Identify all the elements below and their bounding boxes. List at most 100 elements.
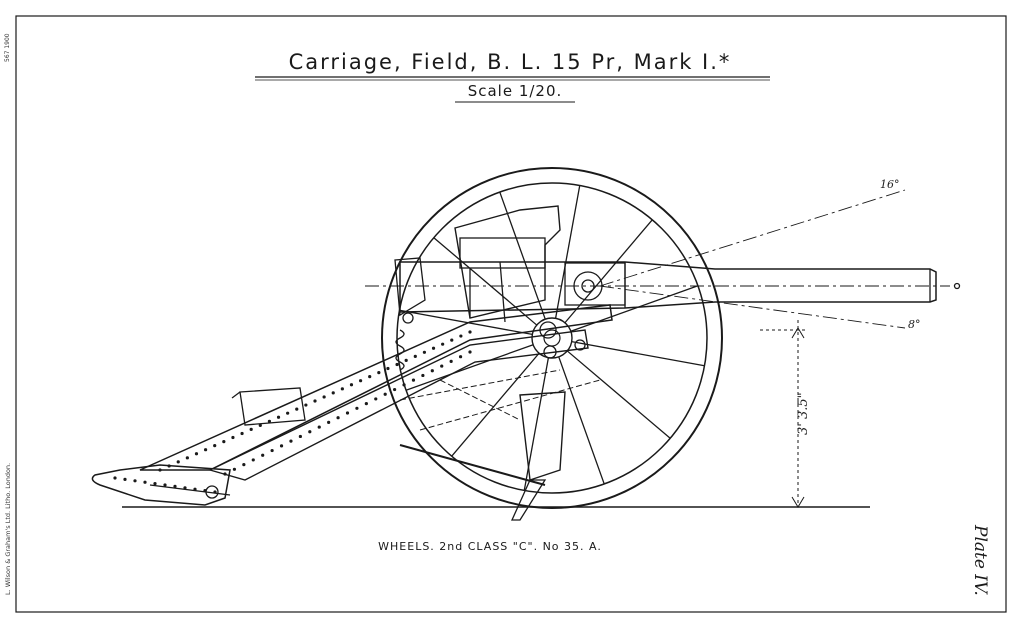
height-dimension — [760, 320, 808, 508]
brake-shoe — [399, 391, 566, 521]
rivet — [383, 392, 387, 396]
rivet — [194, 452, 199, 456]
rivet — [327, 420, 331, 424]
printer-imprint: L. Wilson & Graham's Ltd. Litho. London. — [4, 462, 12, 595]
rivet — [421, 373, 425, 378]
axle-seat — [231, 387, 306, 426]
rivet — [242, 463, 246, 467]
rivet — [270, 448, 274, 453]
rivet — [133, 479, 137, 483]
rivet — [336, 416, 340, 420]
rivet — [322, 395, 326, 399]
spoke — [554, 185, 581, 319]
rivet — [173, 484, 177, 488]
rivet — [203, 489, 207, 493]
rivet — [449, 359, 453, 363]
gun-barrel — [399, 261, 937, 313]
rivet — [431, 346, 436, 350]
rivet — [430, 369, 434, 373]
rivet — [261, 453, 265, 457]
rivet — [313, 399, 317, 403]
rivet — [163, 483, 167, 487]
rivet — [251, 458, 255, 462]
rivet — [289, 439, 293, 443]
rivet — [308, 430, 312, 434]
rivet — [355, 406, 359, 410]
rivet — [258, 423, 262, 427]
rivet — [317, 425, 321, 429]
sheet-border — [15, 15, 1007, 613]
trail — [91, 304, 613, 506]
elevation-lower-label: 8° — [908, 318, 921, 331]
elevation-lines — [365, 189, 950, 329]
rivet — [358, 379, 363, 383]
rivet — [158, 468, 162, 472]
rivet — [276, 415, 281, 419]
rivet — [304, 403, 308, 407]
rivet — [340, 387, 344, 391]
rivet — [331, 391, 335, 395]
rivet — [404, 358, 408, 363]
spoke — [570, 285, 699, 332]
spoke — [558, 356, 605, 485]
rivet — [440, 364, 444, 368]
wheel — [381, 167, 723, 509]
rivet — [223, 472, 227, 476]
rivet — [240, 431, 244, 436]
rivet — [450, 338, 454, 342]
rivet — [364, 402, 368, 406]
rivet — [113, 476, 117, 480]
rivet — [459, 334, 463, 338]
rivet — [468, 330, 472, 334]
rivet — [298, 434, 302, 439]
wheel-spokes — [399, 185, 705, 491]
rivet — [441, 342, 445, 346]
rivet — [368, 375, 372, 379]
height-dimension-label: 3' 3.5" — [796, 392, 811, 435]
rivet — [422, 350, 427, 354]
spoke — [399, 309, 533, 336]
drawing-title: Carriage, Field, B. L. 15 Pr, Mark I.* — [288, 50, 732, 74]
breech-box — [394, 205, 586, 359]
rivet — [279, 444, 284, 448]
rivet — [213, 490, 217, 494]
rivet — [402, 383, 406, 387]
rivet — [349, 383, 354, 387]
rivet — [267, 419, 272, 423]
rivet — [167, 464, 171, 468]
rivet — [153, 482, 157, 486]
spoke — [451, 352, 540, 457]
spoke — [566, 350, 671, 439]
rivet — [183, 486, 187, 490]
rivet — [386, 366, 390, 371]
rivet — [193, 487, 197, 491]
rivet — [295, 407, 299, 411]
rivet — [203, 448, 208, 452]
rivet — [185, 456, 189, 460]
rivet — [222, 439, 226, 444]
archive-stamp: 567 1900 — [4, 33, 11, 62]
rivet — [377, 370, 381, 375]
rivet — [458, 355, 463, 359]
rivet — [249, 427, 253, 432]
rivet — [468, 350, 472, 354]
rivet — [395, 362, 399, 367]
rivet — [345, 411, 350, 415]
rivet — [393, 387, 397, 392]
drawing-scale: Scale 1/20. — [467, 82, 563, 100]
rivet — [176, 460, 180, 464]
rivet — [143, 480, 147, 484]
rivet — [286, 411, 290, 415]
spoke — [523, 357, 550, 491]
elevation-upper-label: 16° — [880, 178, 900, 191]
rivet — [123, 477, 127, 481]
trail-rivets — [113, 330, 472, 494]
axis-end-marker — [953, 282, 961, 290]
hidden-lines — [399, 369, 601, 431]
rivet — [232, 467, 237, 471]
plate-number: Plate IV. — [970, 525, 990, 596]
rivet — [374, 397, 378, 401]
rivet — [413, 354, 417, 358]
